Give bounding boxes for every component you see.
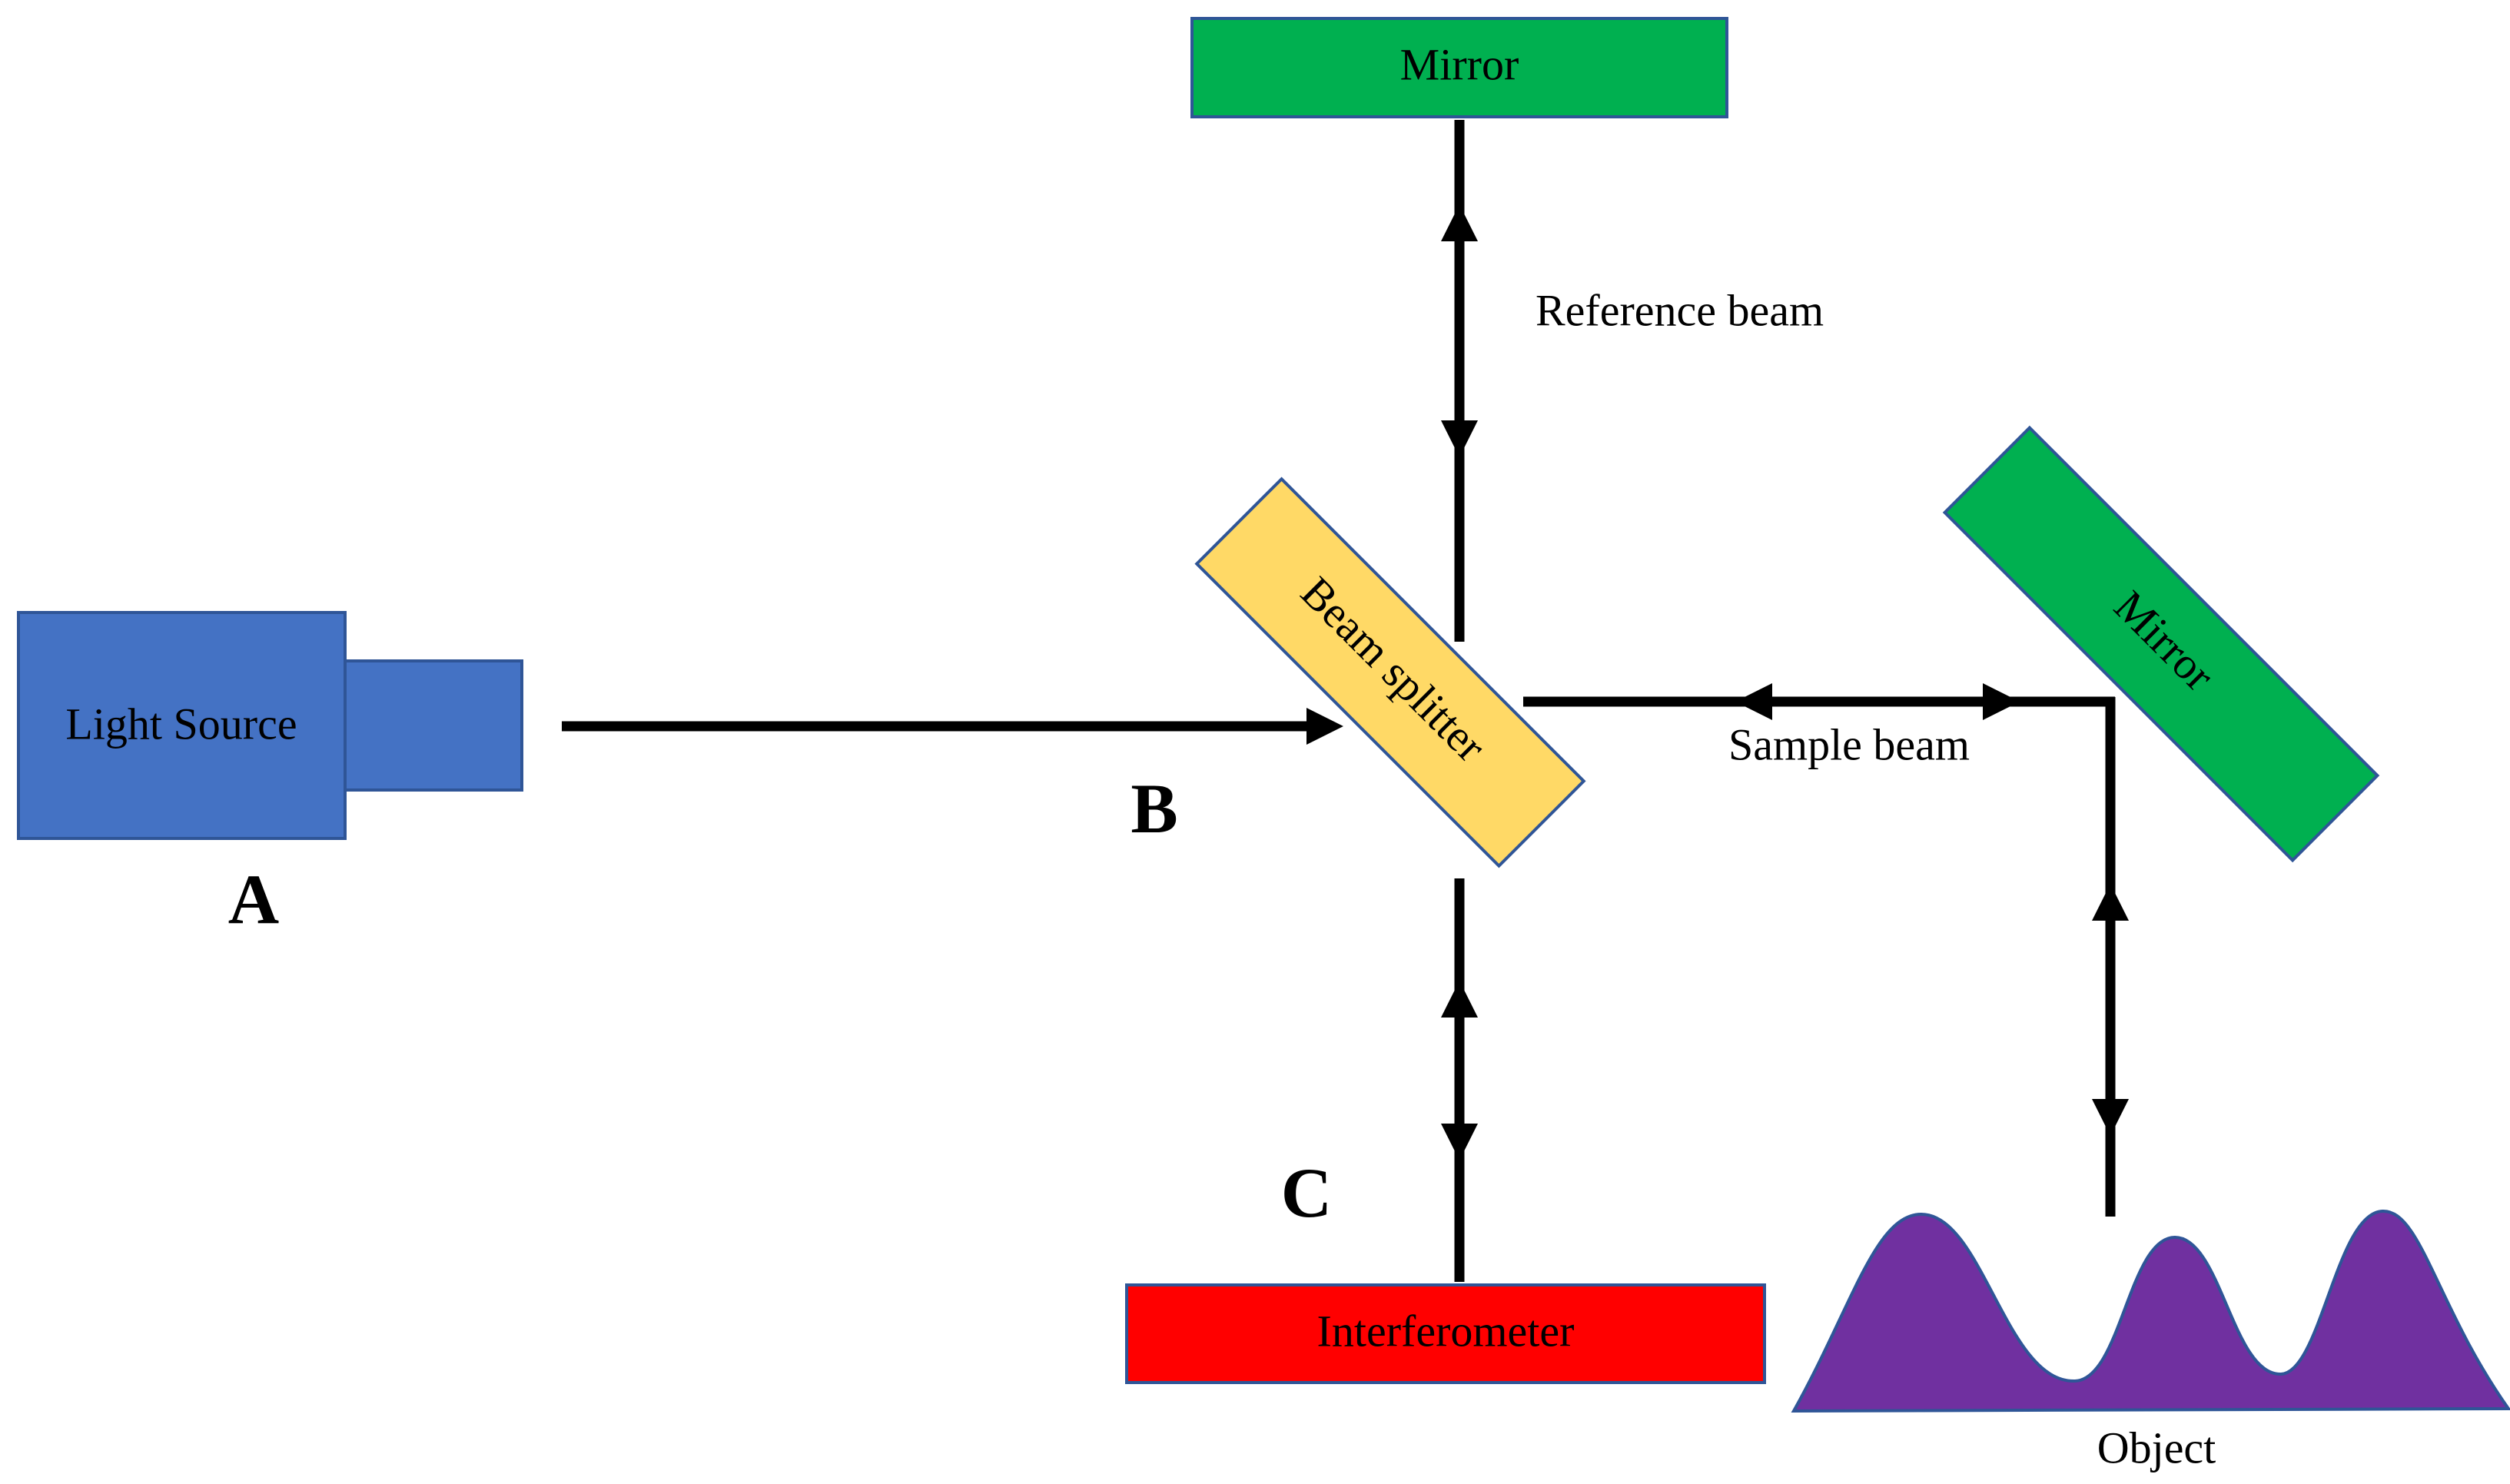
object-shape bbox=[1791, 1209, 2510, 1413]
mirror-top-label: Mirror bbox=[1400, 39, 1519, 89]
sample-beam-arrow-right bbox=[1983, 683, 2020, 720]
reference-beam-label: Reference beam bbox=[1536, 285, 1824, 335]
marker-c: C bbox=[1281, 1154, 1332, 1232]
object-beam-arrow-up bbox=[2092, 884, 2129, 921]
object-label: Object bbox=[2097, 1423, 2216, 1472]
reference-beam-arrow-up bbox=[1441, 204, 1478, 241]
beam-splitter: Beam splitter bbox=[1194, 476, 1586, 868]
object-beam-arrow-down bbox=[2092, 1099, 2129, 1136]
beam-splitter-body bbox=[1194, 476, 1586, 868]
marker-a: A bbox=[228, 860, 279, 938]
mirror-top-body bbox=[1190, 17, 1728, 118]
reference-beam-arrow-down bbox=[1441, 420, 1478, 457]
detection-beam-arrow-down bbox=[1441, 1124, 1478, 1160]
sample-beam-arrow-left bbox=[1735, 683, 1772, 720]
mirror-right-body bbox=[1942, 425, 2380, 863]
mirror-top: Mirror bbox=[1190, 17, 1728, 118]
marker-b: B bbox=[1130, 769, 1177, 848]
mirror-right: Mirror bbox=[1942, 425, 2380, 863]
interferometer-body bbox=[1125, 1283, 1766, 1384]
detection-beam-arrow-up bbox=[1441, 981, 1478, 1018]
interferometer: Interferometer bbox=[1125, 1283, 1766, 1384]
interferometer-label: Interferometer bbox=[1317, 1306, 1575, 1356]
light-source: Light Source bbox=[17, 611, 523, 840]
sample-beam-label: Sample beam bbox=[1728, 719, 1970, 769]
light-source-nozzle bbox=[344, 659, 523, 792]
light-source-label: Light Source bbox=[65, 699, 297, 749]
light-source-body bbox=[17, 611, 347, 840]
input-beam-arrowhead bbox=[1306, 708, 1343, 745]
object: Object bbox=[1791, 1209, 2510, 1472]
